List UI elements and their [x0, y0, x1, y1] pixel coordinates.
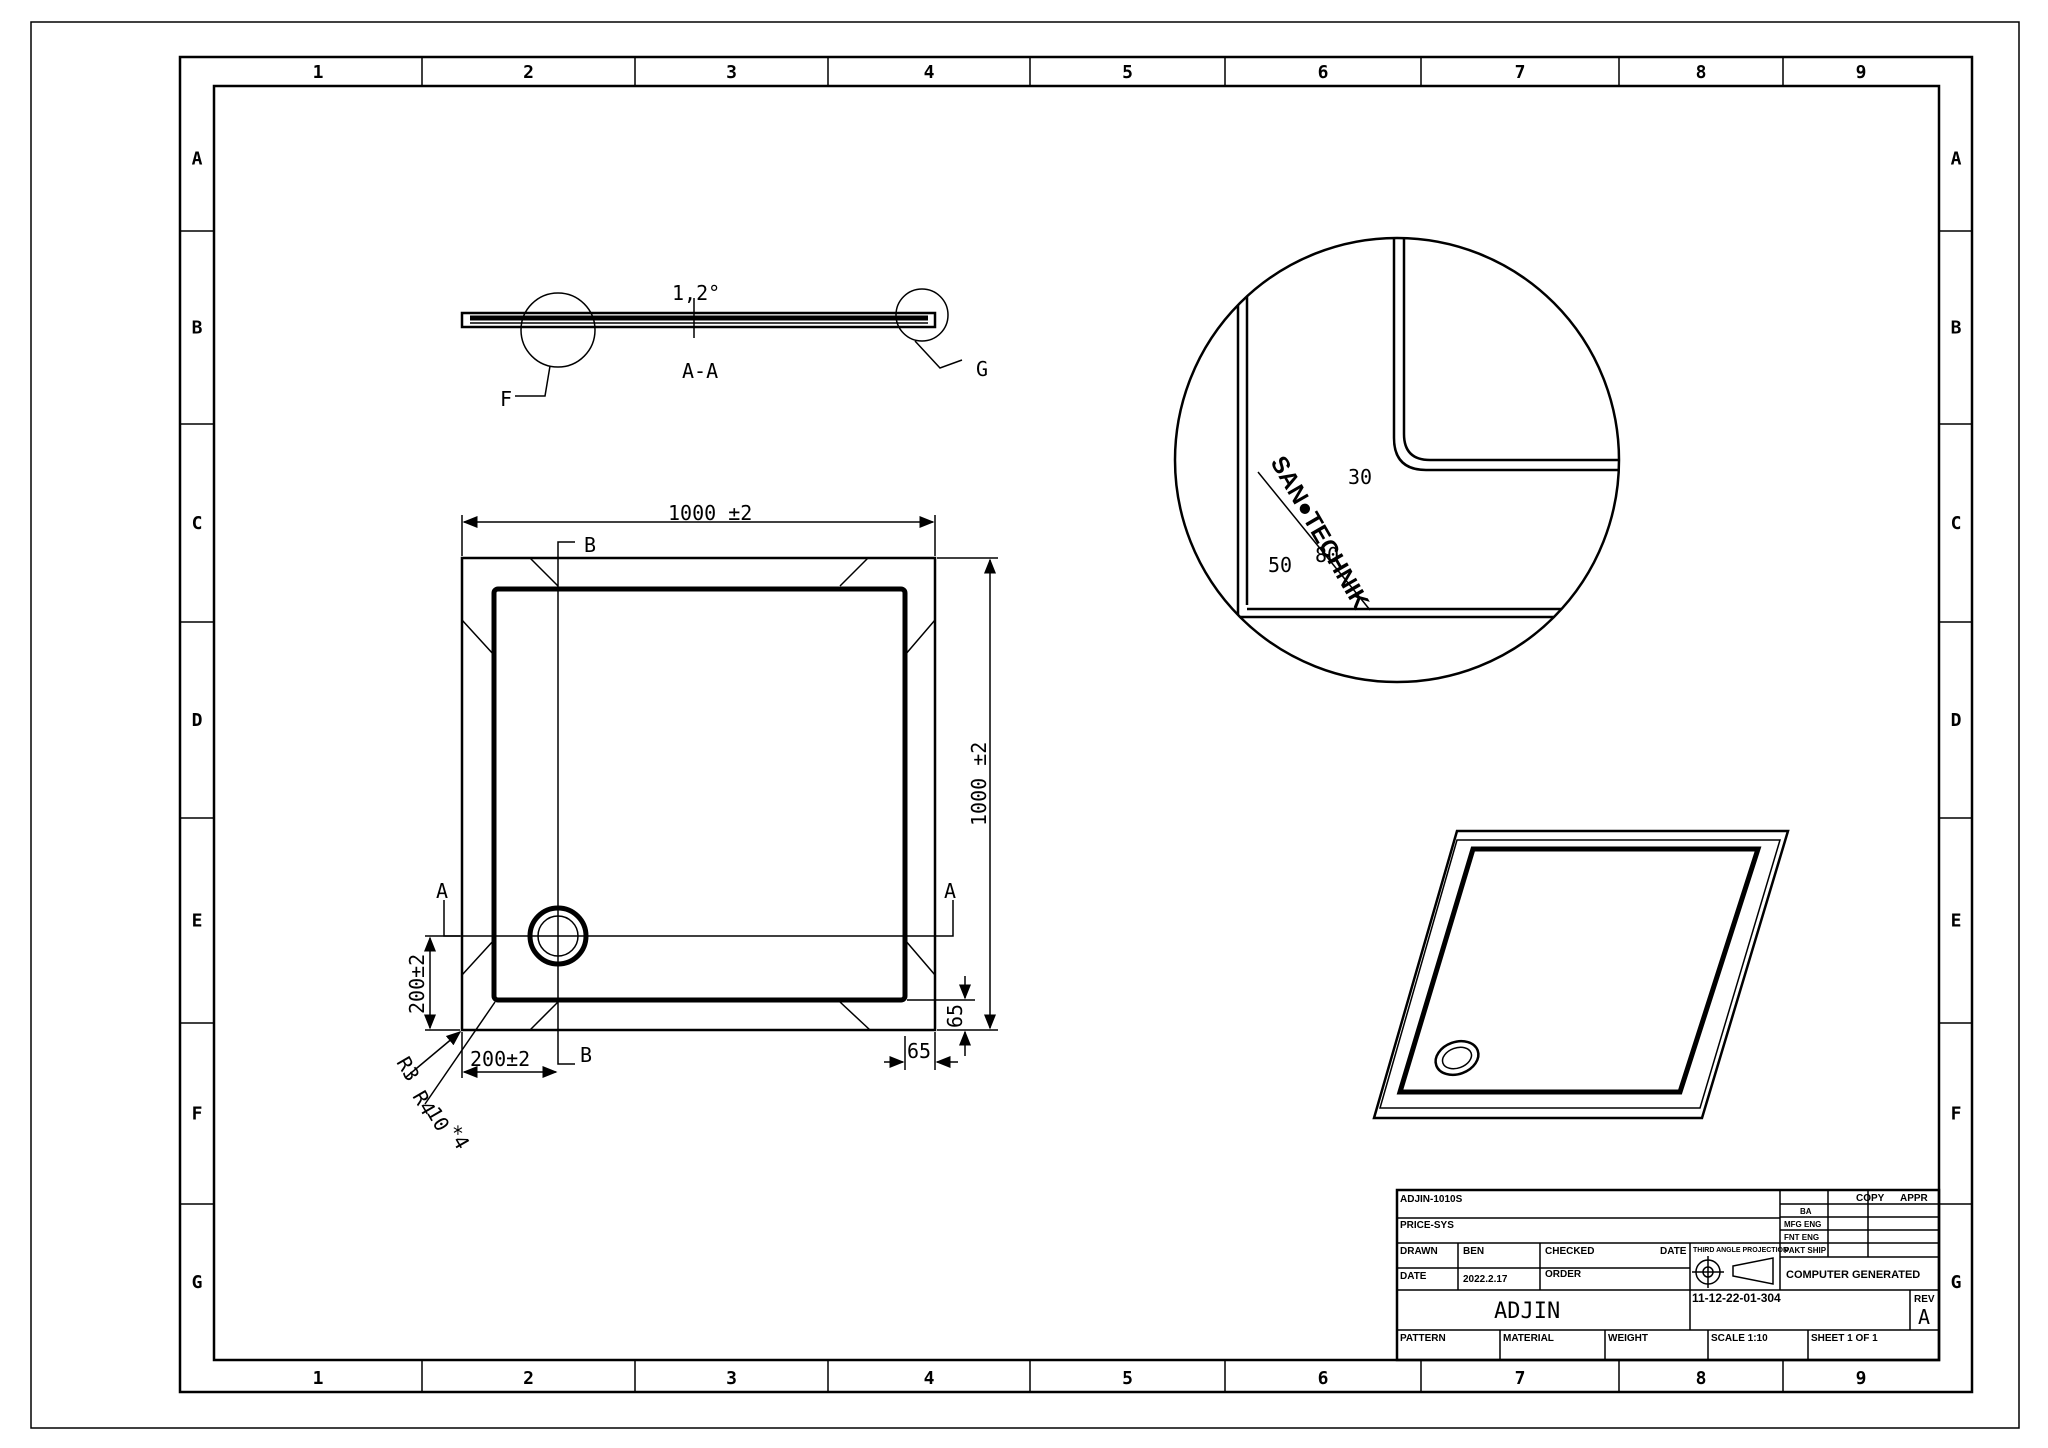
zone-row-label: C — [192, 513, 203, 534]
zone-column-label: 6 — [1318, 62, 1329, 83]
zone-row-label: G — [192, 1272, 203, 1293]
drain-offset-x-dimension: 200±2 — [470, 1047, 530, 1071]
zone-row-label: D — [192, 710, 203, 731]
order-label: ORDER — [1545, 1269, 1582, 1280]
material-label: MATERIAL — [1503, 1333, 1554, 1344]
zone-column-label: 8 — [1696, 62, 1707, 83]
zone-row-label: A — [192, 149, 203, 170]
rim-y-dimension: 65 — [943, 1004, 967, 1028]
zone-column-label: 7 — [1515, 1368, 1526, 1389]
zone-column-label: 4 — [924, 1368, 935, 1389]
radius-r3-label: R3 — [392, 1053, 425, 1086]
zone-column-label: 4 — [924, 62, 935, 83]
checked-label: CHECKED — [1545, 1246, 1594, 1257]
zone-column-label: 1 — [313, 1368, 324, 1389]
zone-row-label: C — [1951, 513, 1962, 534]
drain-offset-y-dimension: 200±2 — [405, 954, 429, 1014]
zone-row-label: B — [192, 318, 203, 339]
checked-date-label: DATE — [1660, 1246, 1687, 1257]
rim-x-dimension: 65 — [907, 1039, 931, 1063]
width-dimension: 1000 ±2 — [668, 501, 752, 525]
role-mfg-eng: MFG ENG — [1784, 1220, 1821, 1229]
section-title: A-A — [682, 359, 718, 383]
angle-label: 1,2° — [672, 281, 720, 305]
zone-row-label: E — [1951, 911, 1962, 932]
detail-g-circle — [895, 288, 949, 342]
zone-column-label: 3 — [726, 1368, 737, 1389]
zone-row-label: A — [1951, 149, 1962, 170]
copy-label: COPY — [1856, 1193, 1885, 1204]
role-pakt-ship: PAKT SHIP — [1784, 1246, 1827, 1255]
sheet-label: SHEET 1 OF 1 — [1811, 1333, 1878, 1344]
zone-row-label: E — [192, 911, 203, 932]
height-dimension: 1000 ±2 — [967, 742, 991, 826]
detail-dim-80: 80 — [1315, 543, 1339, 567]
section-b-top-label: B — [584, 533, 596, 557]
date-value: 2022.2.17 — [1463, 1274, 1508, 1285]
detail-dim-50: 50 — [1268, 553, 1292, 577]
rev-label: REV — [1914, 1294, 1935, 1305]
detail-g-label: G — [976, 357, 988, 381]
detail-f-label: F — [500, 387, 512, 411]
zone-column-label: 9 — [1856, 1368, 1867, 1389]
section-b-bottom-label: B — [580, 1043, 592, 1067]
zone-column-label: 1 — [313, 62, 324, 83]
part-number: ADJIN-1010S — [1400, 1194, 1463, 1205]
zone-column-label: 6 — [1318, 1368, 1329, 1389]
drawn-label: DRAWN — [1400, 1246, 1438, 1257]
appr-label: APPR — [1900, 1193, 1929, 1204]
pattern-label: PATTERN — [1400, 1333, 1446, 1344]
role-fnt-eng: FNT ENG — [1784, 1233, 1819, 1242]
role-ba: BA — [1800, 1207, 1812, 1216]
zone-column-label: 5 — [1122, 62, 1133, 83]
zone-row-label: F — [192, 1104, 203, 1125]
detail-dim-30: 30 — [1348, 465, 1372, 489]
zone-row-label: G — [1951, 1272, 1962, 1293]
weight-label: WEIGHT — [1608, 1333, 1648, 1344]
scale-label: SCALE 1:10 — [1711, 1333, 1768, 1344]
detail-f-circle — [520, 292, 596, 368]
section-view-a-a: 1,2° A-A F G — [460, 281, 988, 411]
section-a-left-label: A — [436, 879, 448, 903]
zone-column-label: 7 — [1515, 62, 1526, 83]
zone-column-label: 2 — [523, 1368, 534, 1389]
part-description: PRICE-SYS — [1400, 1220, 1454, 1231]
drawing-number: 11-12-22-01-304 — [1692, 1291, 1781, 1305]
projection-label: THIRD ANGLE PROJECTION — [1693, 1247, 1788, 1254]
zone-row-label: D — [1951, 710, 1962, 731]
zone-column-label: 8 — [1696, 1368, 1707, 1389]
company-name: ADJIN — [1494, 1299, 1560, 1324]
zone-row-label: B — [1951, 318, 1962, 339]
rev-value: A — [1918, 1305, 1930, 1329]
section-a-right-label: A — [944, 879, 956, 903]
top-view: A A B B 1000 ±2 1000 ±2 200±2 200±2 65 6… — [392, 501, 998, 1153]
date-label: DATE — [1400, 1271, 1427, 1282]
zone-column-label: 2 — [523, 62, 534, 83]
title-block: ADJIN-1010S PRICE-SYS COPY APPR BA MFG E… — [1395, 1188, 1941, 1362]
zone-column-label: 9 — [1856, 62, 1867, 83]
computer-generated-label: COMPUTER GENERATED — [1786, 1269, 1920, 1281]
detail-view: SAN●TECHNIK 30 80 50 — [1173, 236, 1621, 684]
zone-column-label: 5 — [1122, 1368, 1133, 1389]
drawn-value: BEN — [1463, 1246, 1484, 1257]
zone-row-label: F — [1951, 1104, 1962, 1125]
isometric-view — [1372, 829, 1790, 1120]
zone-column-label: 3 — [726, 62, 737, 83]
